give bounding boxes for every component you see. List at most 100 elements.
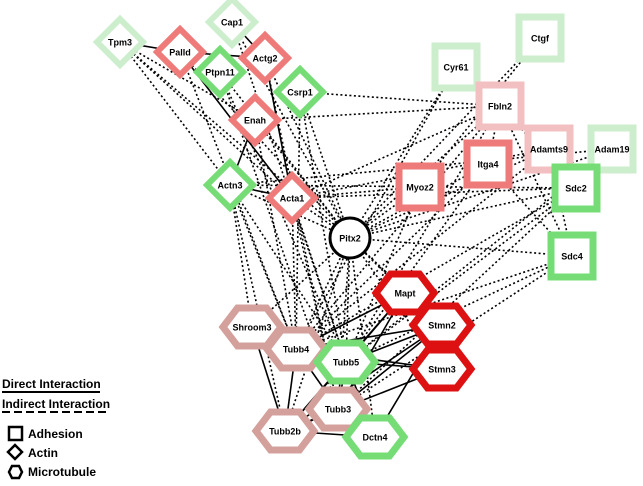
node-csrp1: Csrp1 (272, 64, 328, 120)
indirect-edge (345, 163, 489, 363)
microtubule-hexagon-shape (408, 346, 476, 392)
node-dctn4: Dctn4 (341, 414, 409, 460)
microtubule-hexagon-shape (312, 339, 380, 385)
adhesion-square-shape (431, 42, 481, 92)
indirect-edge (299, 91, 501, 107)
node-myoz2: Myoz2 (395, 162, 445, 212)
indirect-edge (119, 41, 351, 239)
indirect-edge (229, 184, 253, 328)
node-ptpn11: Ptpn11 (192, 44, 248, 100)
node-label: Dctn4 (362, 433, 387, 443)
node-label: Tubb5 (333, 358, 359, 368)
node-label: Adamts9 (530, 145, 568, 155)
node-label: Sdc2 (565, 184, 587, 194)
node-label: Palld (169, 48, 191, 58)
indirect-edge (119, 41, 256, 121)
indirect-edge (291, 186, 421, 199)
adhesion-square-shape (524, 124, 574, 174)
actin-diamond-shape (264, 170, 320, 226)
node-label: Myoz2 (406, 183, 434, 193)
node-label: Cyr61 (443, 63, 468, 73)
node-stmn3: Stmn3 (408, 346, 476, 392)
indirect-edge (254, 119, 297, 350)
node-label: Stmn3 (428, 365, 456, 375)
adhesion-square-shape (515, 13, 565, 63)
node-cyr61: Cyr61 (431, 42, 481, 92)
indirect-edge (295, 163, 489, 350)
node-label: Acta1 (280, 194, 305, 204)
indirect-edge (499, 105, 573, 257)
actin-diamond-shape (272, 64, 328, 120)
actin-diamond-shape (204, 0, 260, 50)
indirect-edge (291, 105, 501, 199)
node-label: Pitx2 (339, 234, 361, 244)
node-sdc4: Sdc4 (547, 231, 597, 281)
node-label: Shroom3 (232, 323, 271, 333)
microtubule-hexagon-shape (371, 270, 439, 316)
direct-edge (264, 57, 293, 199)
node-label: Sdc4 (561, 252, 583, 262)
node-cap1: Cap1 (204, 0, 260, 50)
node-label: Tubb2b (269, 427, 301, 437)
indirect-edge (349, 37, 541, 239)
adhesion-square-shape (587, 124, 637, 174)
legend-hexagon-icon (7, 464, 24, 480)
legend-direct-label: Direct Interaction (2, 377, 101, 391)
indirect-edge (231, 21, 347, 363)
node-label: Tubb4 (283, 345, 309, 355)
legend-diamond-icon (6, 443, 24, 461)
indirect-edge (349, 148, 550, 239)
legend-square-icon (7, 425, 24, 442)
node-label: Ptpn11 (205, 68, 235, 78)
actin-diamond-shape (237, 30, 293, 86)
node-fbln2: Fbln2 (475, 81, 525, 131)
indirect-edge (345, 186, 421, 363)
node-label: Tubb3 (325, 405, 351, 415)
indirect-edge (219, 71, 347, 363)
adhesion-square-shape (551, 163, 601, 213)
node-stmn2: Stmn2 (408, 302, 476, 348)
indirect-edge (254, 119, 351, 239)
node-label: Enah (244, 116, 266, 126)
actin-diamond-shape (152, 24, 208, 80)
indirect-edge (345, 187, 577, 363)
node-label: Stmn2 (428, 321, 456, 331)
node-label: Ctgf (531, 34, 550, 44)
indirect-edge (229, 184, 577, 189)
node-adamts9: Adamts9 (524, 124, 574, 174)
actin-diamond-shape (227, 92, 283, 148)
node-tubb3: Tubb3 (304, 386, 372, 432)
legend-indirect-label: Indirect Interaction (2, 397, 110, 411)
node-itga4: Itga4 (463, 139, 513, 189)
indirect-edge (349, 66, 457, 239)
indirect-edge (291, 197, 347, 363)
actin-diamond-shape (192, 44, 248, 100)
actin-diamond-shape (92, 14, 148, 70)
actin-diamond-shape (202, 157, 258, 213)
indirect-edge (119, 41, 231, 186)
indirect-edge (337, 187, 577, 410)
adhesion-square-shape (475, 81, 525, 131)
indirect-edge (229, 184, 351, 239)
indirect-edge (345, 148, 613, 363)
circle-shape (328, 216, 372, 260)
legend-microtubule-label: Microtubule (28, 465, 96, 479)
indirect-edge (295, 66, 457, 350)
microtubule-hexagon-shape (341, 414, 409, 460)
node-label: Tpm3 (108, 38, 132, 48)
legend-actin-label: Actin (28, 446, 58, 460)
adhesion-square-shape (547, 231, 597, 281)
node-ctgf: Ctgf (515, 13, 565, 63)
indirect-edge (345, 255, 573, 363)
microtubule-hexagon-shape (251, 408, 319, 454)
node-adam19: Adam19 (587, 124, 637, 174)
node-tpm3: Tpm3 (92, 14, 148, 70)
node-label: Fbln2 (488, 102, 512, 112)
microtubule-hexagon-shape (304, 386, 372, 432)
indirect-edge (254, 105, 501, 121)
node-acta1: Acta1 (264, 170, 320, 226)
node-pitx2: Pitx2 (328, 216, 372, 260)
node-label: Actn3 (217, 181, 242, 191)
network-nodes: Tpm3PalldCap1Actg2Ptpn11Csrp1EnahActn3Ac… (92, 0, 637, 460)
